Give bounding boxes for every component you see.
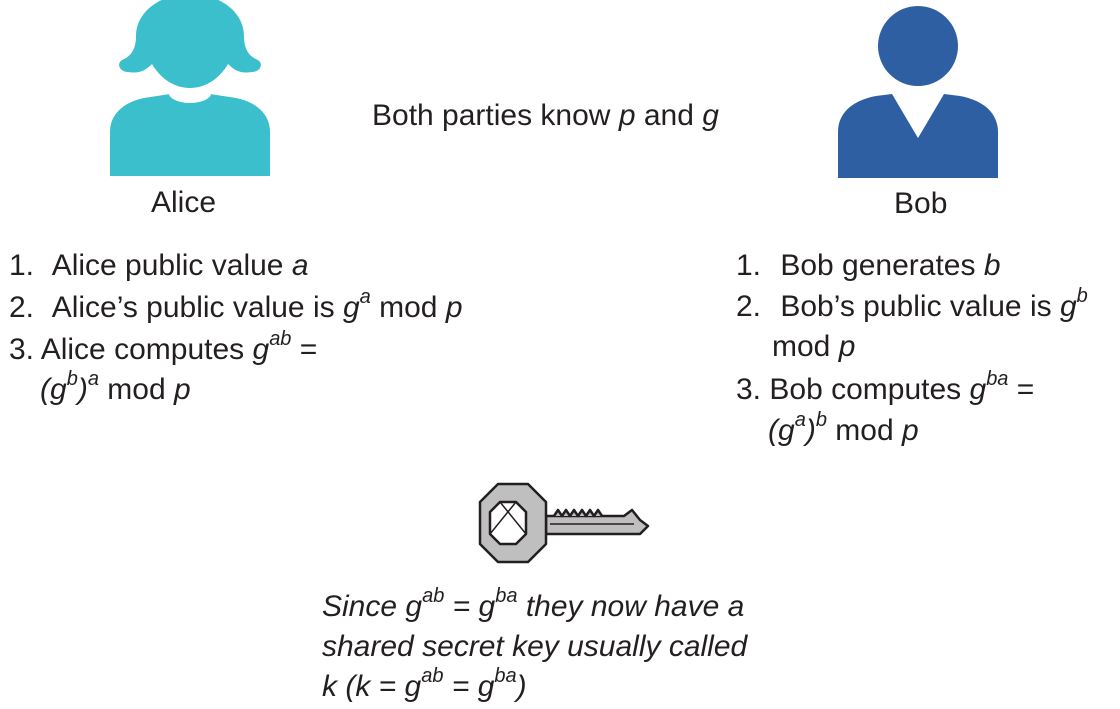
bob-step-3: 3. Bob computes gba = xyxy=(736,368,1035,406)
shared-p: p xyxy=(618,99,636,132)
alice-name: Alice xyxy=(151,186,217,219)
bob-step-2-line-2: mod p xyxy=(772,330,856,363)
shared-text: Both parties know xyxy=(372,99,611,132)
caption-line-1: Since gab = gba they now have a xyxy=(322,585,745,623)
alice-avatar-icon xyxy=(110,0,270,176)
shared-g: g xyxy=(702,99,719,132)
caption-line-2: shared secret key usually called xyxy=(322,630,748,663)
alice-step-3: 3. Alice computes gab = xyxy=(9,328,318,366)
shared-knowledge-text: Both parties know p and g xyxy=(372,98,719,134)
bob-name: Bob xyxy=(894,187,948,220)
shared-and: and xyxy=(643,99,694,132)
bob-step-2: 2. Bob’s public value is gb xyxy=(736,285,1088,323)
bob-step-3-line-2: (ga)b mod p xyxy=(768,409,919,447)
bob-step-1: 1. Bob generates b xyxy=(736,249,1001,282)
bob-avatar-icon xyxy=(838,6,998,178)
caption-line-3: k (k = gab = gba) xyxy=(322,665,527,703)
alice-step-1: 1. Alice public value a xyxy=(9,249,309,282)
alice-step-2: 2. Alice’s public value is ga mod p xyxy=(9,286,463,324)
key-icon xyxy=(478,482,650,564)
alice-step-3-line-2: (gb)a mod p xyxy=(40,368,191,406)
